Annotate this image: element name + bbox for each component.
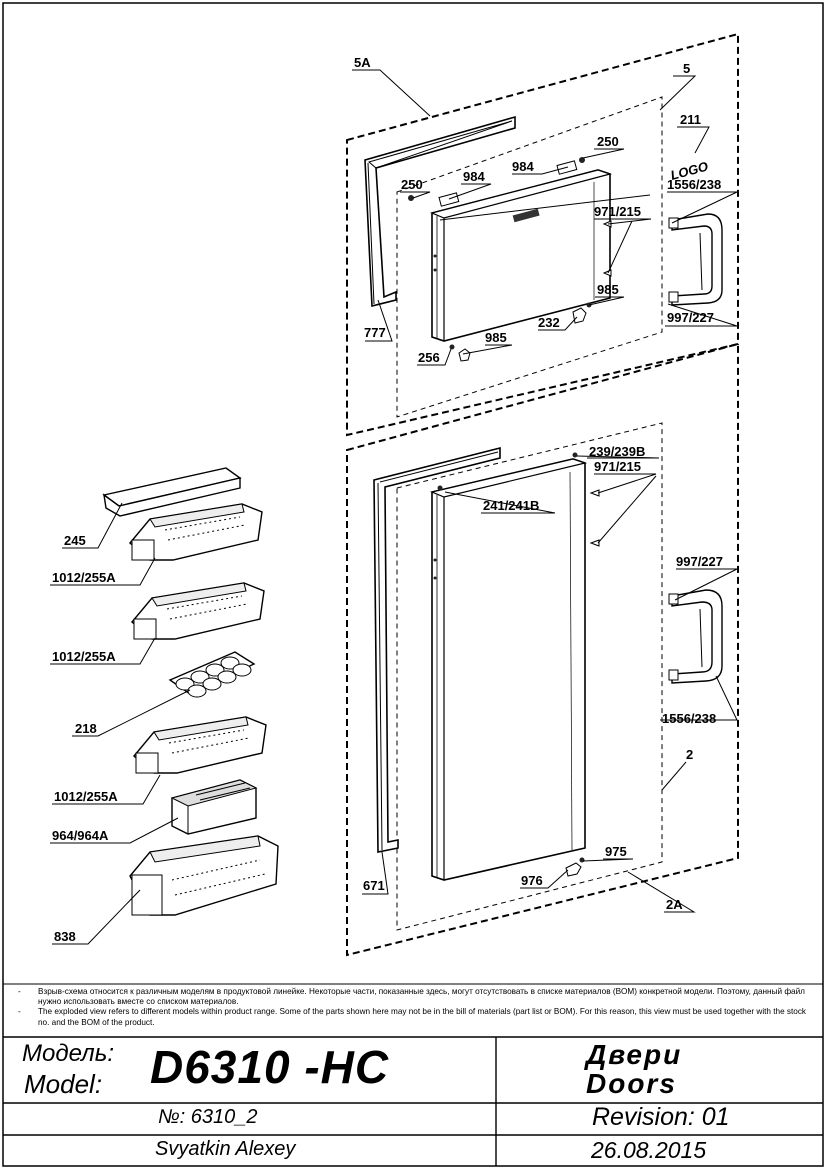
label-screw-971-top: 971/215: [594, 204, 641, 219]
lower-door-panel: [430, 452, 588, 881]
outline-5: [396, 96, 663, 418]
note-en-text: The exploded view refers to different mo…: [38, 1007, 807, 1027]
drawing-number: №: 6310_2: [158, 1106, 258, 1128]
label-shelf-1012-a: 1012/255A: [52, 570, 116, 585]
label-shelf-1012-c: 1012/255A: [54, 789, 118, 804]
label-cap-241: 241/241B: [483, 498, 539, 513]
gasket-777: [364, 115, 516, 308]
label-egg-tray-218: 218: [75, 721, 97, 736]
door-shelf-3: [133, 716, 267, 774]
note-ru-text: Взрыв-схема относится к различным моделя…: [38, 987, 805, 1007]
label-bush-975: 975: [605, 844, 627, 859]
door-shelf-1: [129, 503, 263, 561]
upper-leader-lines: [352, 69, 738, 366]
upper-handle: [668, 213, 723, 306]
label-bottle-shelf-838: 838: [54, 929, 76, 944]
note-en: - The exploded view refers to different m…: [18, 1007, 808, 1027]
note-ru: - Взрыв-схема относится к различным модел…: [18, 987, 808, 1007]
title-ru: Двери: [586, 1039, 683, 1070]
label-pin-250-top: 250: [597, 134, 619, 149]
model-label-ru: Модель:: [22, 1040, 114, 1067]
outline-2: [396, 422, 663, 931]
label-door-5: 5: [683, 61, 690, 76]
egg-tray-218: [168, 651, 256, 698]
shelf-leader-lines: [50, 502, 191, 945]
upper-door-panel: [408, 157, 613, 342]
label-bush-985-right: 985: [597, 282, 619, 297]
box-964: [170, 779, 258, 835]
label-door-2: 2: [686, 747, 693, 762]
shelf-cover-245: [102, 467, 242, 517]
model-label-en: Model:: [24, 1069, 103, 1099]
label-screw-971-bottom: 971/215: [594, 459, 641, 474]
lower-small-parts: [565, 489, 600, 877]
label-door-2a: 2A: [666, 897, 683, 912]
author: Svyatkin Alexey: [155, 1138, 296, 1160]
label-cap-984-right: 984: [512, 159, 534, 174]
note-bullet: -: [18, 987, 21, 996]
door-shelves: [50, 467, 279, 945]
model-number: D6310 -HC: [150, 1041, 390, 1093]
bottle-shelf-838: [129, 835, 279, 916]
label-gasket-777: 777: [364, 325, 386, 340]
label-logo-part: 211: [680, 112, 701, 127]
label-hinge-976: 976: [521, 873, 543, 888]
label-handle-1556-bottom: 1556/238: [662, 711, 716, 726]
label-hinge-232: 232: [538, 315, 560, 330]
note-bullet: -: [18, 1007, 21, 1017]
label-pin-239: 239/239B: [589, 444, 645, 459]
disclaimer-notes: - Взрыв-схема относится к различным модел…: [18, 987, 808, 1028]
upper-small-parts: [449, 220, 612, 362]
title-en: Doors: [586, 1068, 677, 1099]
upper-door-assembly: [346, 32, 739, 437]
label-endcap-997-bottom: 997/227: [676, 554, 723, 569]
label-pin-250-left: 250: [401, 177, 423, 192]
lower-door-assembly: [346, 342, 739, 957]
label-bush-985-bottom: 985: [485, 330, 507, 345]
label-shelf-1012-b: 1012/255A: [52, 649, 116, 664]
lower-handle: [668, 589, 723, 684]
label-door-5a: 5A: [354, 55, 371, 70]
door-shelf-2: [131, 582, 265, 640]
outline-5a: [346, 32, 739, 437]
title-block-grid: [3, 1036, 823, 1166]
label-endcap-997-top: 997/227: [667, 310, 714, 325]
label-shelf-cover-245: 245: [64, 533, 86, 548]
gasket-671: [373, 446, 501, 853]
revision: Revision: 01: [592, 1103, 730, 1131]
label-pin-256: 256: [418, 350, 440, 365]
lower-leader-lines: [362, 455, 738, 913]
outline-2a: [346, 342, 739, 957]
date: 26.08.2015: [591, 1137, 707, 1163]
label-handle-1556-top: 1556/238: [667, 177, 721, 192]
label-box-964: 964/964A: [52, 828, 109, 843]
label-cap-984-left: 984: [463, 169, 485, 184]
part-labels: 5A 5 211 LOGO 250 250 984 984 1556/238 9…: [52, 55, 723, 944]
label-gasket-671: 671: [363, 878, 385, 893]
